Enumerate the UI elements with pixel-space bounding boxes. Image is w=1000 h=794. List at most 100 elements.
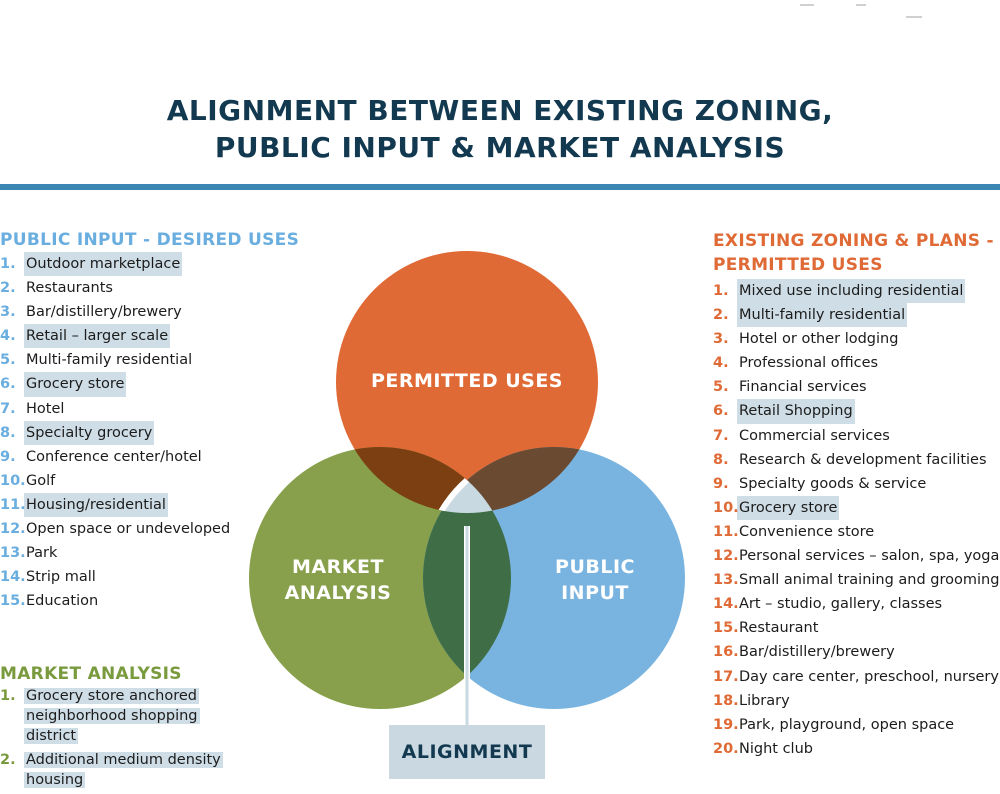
list-item-text-highlighted: Multi-family residential (737, 303, 908, 328)
list-item-number: 10. (713, 499, 739, 516)
list-item-text: Financial services (739, 379, 867, 396)
list-item-text: Hotel (26, 400, 65, 417)
list-item-number: 15. (713, 620, 739, 637)
list-item-number: 3. (713, 331, 729, 348)
list-item: 13.Small animal training and grooming (713, 568, 999, 592)
list-item: 16.Bar/distillery/brewery (713, 640, 999, 664)
list-item-text: Park, playground, open space (739, 716, 955, 733)
list-item-number: 7. (713, 427, 729, 444)
list-item-number: 9. (713, 475, 729, 492)
market-analysis-heading: MARKET ANALYSIS (0, 664, 182, 684)
list-item-text: Professional offices (739, 355, 879, 372)
list-item-text: Multi-family residential (26, 352, 193, 369)
list-item-number: 6. (0, 376, 16, 393)
list-item-text: Night club (739, 740, 813, 757)
list-item: 1. Grocery store anchored neighborhood sh… (0, 686, 226, 746)
public-input-heading: PUBLIC INPUT - DESIRED USES (0, 230, 300, 250)
list-item-text-highlighted: Specialty grocery (24, 420, 155, 445)
list-item-number: 11. (0, 496, 26, 513)
list-item-number: 20. (713, 740, 739, 757)
list-item-text: Open space or undeveloped (26, 521, 231, 538)
list-item: 9.Specialty goods & service (713, 472, 999, 496)
list-item-number: 8. (0, 424, 16, 441)
list-item: 10.Golf (0, 469, 299, 493)
list-item: 4. Professional offices (713, 351, 999, 375)
list-item-number: 2. (713, 307, 729, 324)
existing-zoning-heading-line-2: PERMITTED USES (713, 255, 883, 275)
permitted-uses-label: PERMITTED USES (370, 370, 563, 392)
list-item: 1.Outdoor marketplace (0, 252, 299, 277)
list-item: 15.Restaurant (713, 616, 999, 640)
list-item-number: 4. (713, 355, 729, 372)
list-item-number: 14. (713, 596, 739, 613)
list-item-number: 5. (0, 352, 16, 369)
list-item-number: 17. (713, 668, 739, 685)
list-item-number: 7. (0, 400, 16, 417)
market-analysis-list: 1. Grocery store anchored neighborhood sh… (0, 686, 226, 790)
list-item-text: Restaurants (26, 280, 113, 297)
list-item-number: 5. (713, 379, 729, 396)
list-item: 2. Multi-family residential (713, 303, 999, 328)
list-item: 17.Day care center, preschool, nursery (713, 665, 999, 689)
list-item: 5. Financial services (713, 375, 999, 399)
list-item-text: Art – studio, gallery, classes (739, 596, 943, 613)
list-item: 12.Open space or undeveloped (0, 517, 299, 541)
list-item-number: 6. (713, 403, 729, 420)
page-title: ALIGNMENT BETWEEN EXISTING ZONING, PUBLI… (0, 92, 1000, 166)
list-item-number: 8. (713, 451, 729, 468)
list-item: 1.Mixed use including residential (713, 279, 999, 304)
decorative-mark (856, 4, 866, 6)
public-input-label-line-2: INPUT (561, 582, 629, 604)
list-item-number: 13. (713, 572, 739, 589)
list-item-number: 12. (713, 548, 739, 565)
list-item-number: 4. (0, 328, 16, 345)
list-item-number: 14. (0, 569, 26, 586)
existing-zoning-list: 1.Mixed use including residential 2. Multi… (713, 279, 999, 761)
market-analysis-label-line-1: MARKET (292, 556, 384, 578)
list-item: 12.Personal services – salon, spa, yoga (713, 544, 999, 568)
list-item-text-highlighted: Retail Shopping (737, 399, 855, 424)
list-item-text: Small animal training and grooming (739, 572, 1000, 589)
alignment-label: ALIGNMENT (401, 741, 533, 763)
list-item: 11.Housing/residential (0, 492, 299, 518)
public-input-section: PUBLIC INPUT - DESIRED USES 1.Outdoor ma… (0, 228, 299, 613)
list-item-text: Golf (26, 472, 56, 489)
alignment-box: ALIGNMENT (389, 725, 545, 779)
list-item-number: 1. (0, 256, 16, 272)
list-item: 15.Education (0, 589, 299, 613)
public-input-label: PUBLIC INPUT (530, 554, 660, 606)
list-item: 2.Additional medium density housing (0, 750, 226, 790)
list-item: 10.Grocery store (713, 495, 999, 520)
public-input-label-line-1: PUBLIC (555, 556, 635, 578)
list-item-text: Research & development facilities (739, 451, 987, 468)
list-item-text: Commercial services (739, 427, 890, 444)
existing-zoning-heading-line-1: EXISTING ZONING & PLANS - (713, 231, 994, 251)
list-item-number: 3. (0, 304, 16, 321)
list-item: 3.Bar/distillery/brewery (0, 300, 299, 324)
list-item-number: 1. (0, 688, 16, 704)
list-item: 5. Multi-family residential (0, 348, 299, 372)
existing-zoning-section: EXISTING ZONING & PLANS - PERMITTED USES… (713, 229, 999, 761)
list-item: 8. Research & development facilities (713, 448, 999, 472)
list-item-number: 16. (713, 644, 739, 661)
list-item-text: Restaurant (739, 620, 819, 637)
list-item-number: 9. (0, 448, 16, 465)
market-analysis-section: MARKET ANALYSIS 1. Grocery store anchored… (0, 662, 226, 794)
list-item-number: 12. (0, 521, 26, 538)
title-line-1: ALIGNMENT BETWEEN EXISTING ZONING, (166, 94, 834, 127)
list-item: 7. Hotel (0, 397, 299, 421)
list-item-text-highlighted: Grocery store anchored neighborhood shop… (24, 688, 200, 744)
list-item-text-highlighted: Grocery store (737, 495, 840, 520)
list-item-text: Bar/distillery/brewery (739, 644, 895, 661)
list-item: 19.Park, playground, open space (713, 713, 999, 737)
list-item-number: 15. (0, 593, 26, 610)
list-item-text: Park (26, 545, 58, 562)
list-item-text: Hotel or other lodging (739, 331, 899, 348)
list-item-text: Convenience store (739, 523, 875, 540)
decorative-mark (906, 16, 922, 18)
list-item-text: Education (26, 593, 99, 610)
market-analysis-label: MARKET ANALYSIS (268, 554, 408, 606)
list-item-number: 10. (0, 472, 26, 489)
